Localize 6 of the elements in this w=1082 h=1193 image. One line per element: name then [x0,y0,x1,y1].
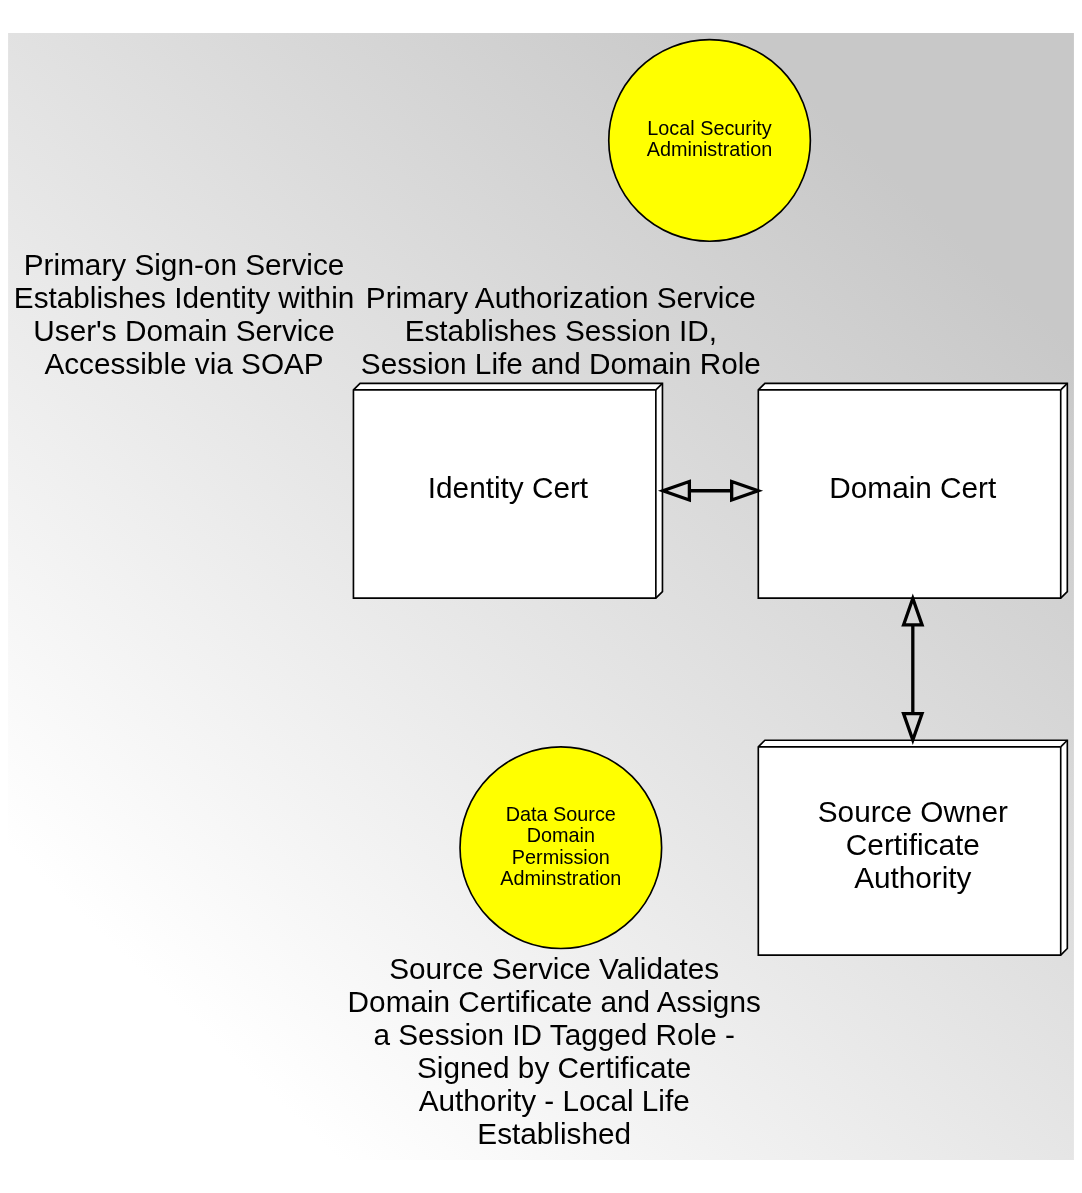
node-circle: Local Security Administration [607,38,812,243]
arrow [901,593,925,745]
node-label: Primary Sign-on Service Establishes Identity within User's Domain Service Accessible via SOAP [13,247,355,381]
node-circle: Data Source Domain Permission Adminstration [459,746,663,950]
arrow [657,479,764,503]
node-label: Primary Authorization Service Establishes Session ID, Session Life and Domain Role [360,280,761,381]
